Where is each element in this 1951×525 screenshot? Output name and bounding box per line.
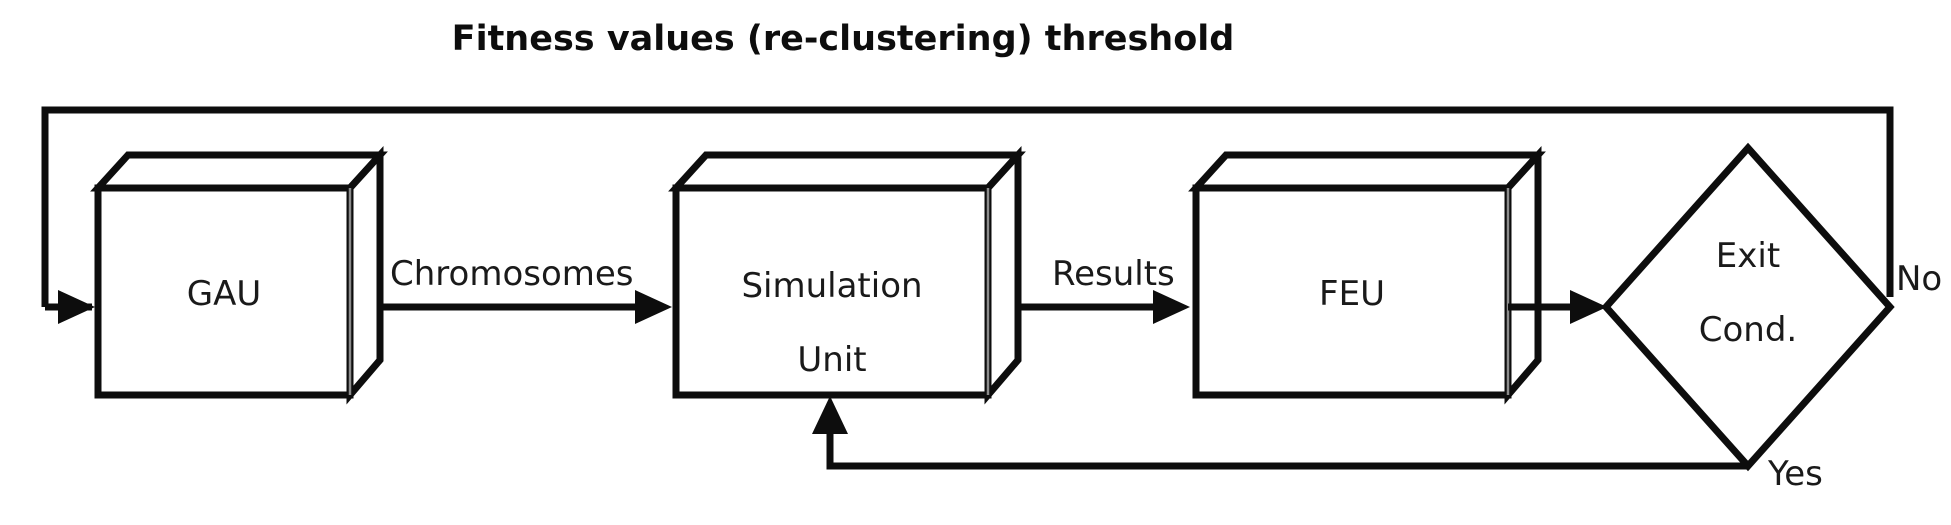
feu-side-face [1504, 145, 1542, 405]
edge-label-chromosomes: Chromosomes [390, 254, 634, 294]
node-gau[interactable]: GAU [90, 145, 388, 405]
arrowhead-into-gau [58, 290, 95, 324]
feu-front-face [1192, 184, 1512, 399]
sim-label-line1: Simulation [741, 266, 922, 306]
feu-label: FEU [1319, 274, 1385, 314]
exit-cond-diamond [1601, 142, 1895, 472]
node-exit-condition[interactable]: Exit Cond. [1601, 142, 1895, 472]
sim-top-face [668, 151, 1026, 192]
sim-label-line2: Unit [797, 340, 866, 380]
arrowhead-into-exit [1570, 290, 1607, 324]
exit-cond-label-line1: Exit [1716, 236, 1780, 276]
edge-feu-to-exit [1508, 290, 1607, 324]
gau-side-face [346, 145, 384, 405]
edge-sim-to-feu: Results [1018, 254, 1190, 324]
edge-gau-to-sim: Chromosomes [380, 254, 672, 324]
branch-label-no: No [1896, 259, 1942, 299]
edge-label-results: Results [1052, 254, 1175, 294]
edge-exit-yes-to-sim [812, 396, 1748, 470]
feu-top-face [1188, 151, 1546, 192]
exit-cond-label-line2: Cond. [1699, 310, 1797, 350]
sim-side-face [984, 145, 1022, 405]
arrowhead-into-sim [635, 290, 672, 324]
gau-label: GAU [187, 274, 262, 314]
gau-top-face [90, 151, 388, 192]
node-feu[interactable]: FEU [1188, 145, 1546, 405]
arrowhead-into-feu [1153, 290, 1190, 324]
gau-front-face [94, 184, 354, 399]
exit-no-to-gau-line [41, 106, 1894, 307]
node-simulation-unit[interactable]: Simulation Unit [668, 145, 1026, 405]
edge-exit-no-to-gau [41, 106, 1894, 324]
branch-label-yes: Yes [1767, 454, 1823, 494]
arrowhead-into-sim-bottom [812, 396, 848, 434]
diagram-title: Fitness values (re-clustering) threshold [452, 19, 1235, 59]
exit-yes-to-sim-line [826, 432, 1748, 470]
